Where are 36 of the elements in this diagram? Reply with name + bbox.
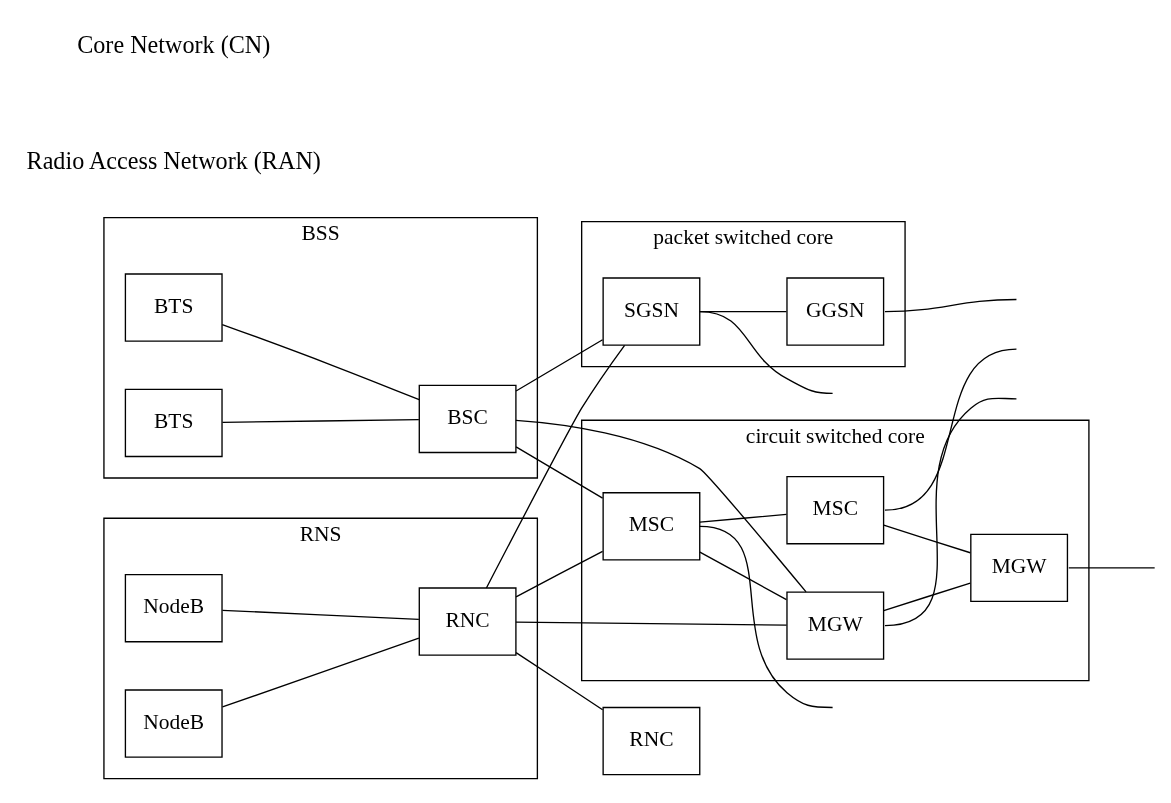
connector <box>884 397 1018 627</box>
connector <box>699 525 834 709</box>
connector <box>515 550 604 598</box>
node-box: MSC <box>786 475 885 545</box>
connector <box>515 339 604 392</box>
node-box: BTS <box>124 273 223 342</box>
connector <box>515 651 604 711</box>
connector <box>515 621 788 626</box>
node-box: RNC <box>418 587 517 656</box>
node-box: MSC <box>602 492 701 561</box>
connector <box>221 418 420 423</box>
connector <box>515 419 807 593</box>
connector <box>883 524 971 554</box>
connector <box>221 323 420 401</box>
node-box: SGSN <box>602 277 701 346</box>
connector <box>221 609 420 621</box>
connector <box>699 513 788 523</box>
node-box: MGW <box>970 533 1069 603</box>
connector <box>883 582 971 612</box>
connector <box>884 348 1018 511</box>
connector <box>1068 567 1156 569</box>
node-box: NodeB <box>124 573 223 643</box>
connector <box>485 344 626 589</box>
node-box: GGSN <box>786 277 885 346</box>
connector <box>221 637 420 708</box>
connector <box>884 298 1018 313</box>
node-box: MGW <box>786 591 885 660</box>
connector <box>699 310 834 395</box>
label: Core Network (CN) <box>77 31 271 59</box>
node-box: RNC <box>602 706 701 776</box>
connector <box>699 551 788 601</box>
connector <box>515 446 604 499</box>
node-box: NodeB <box>124 689 223 758</box>
node-box: BTS <box>124 388 223 458</box>
node-box: BSC <box>418 384 517 454</box>
label: Radio Access Network (RAN) <box>26 146 321 174</box>
